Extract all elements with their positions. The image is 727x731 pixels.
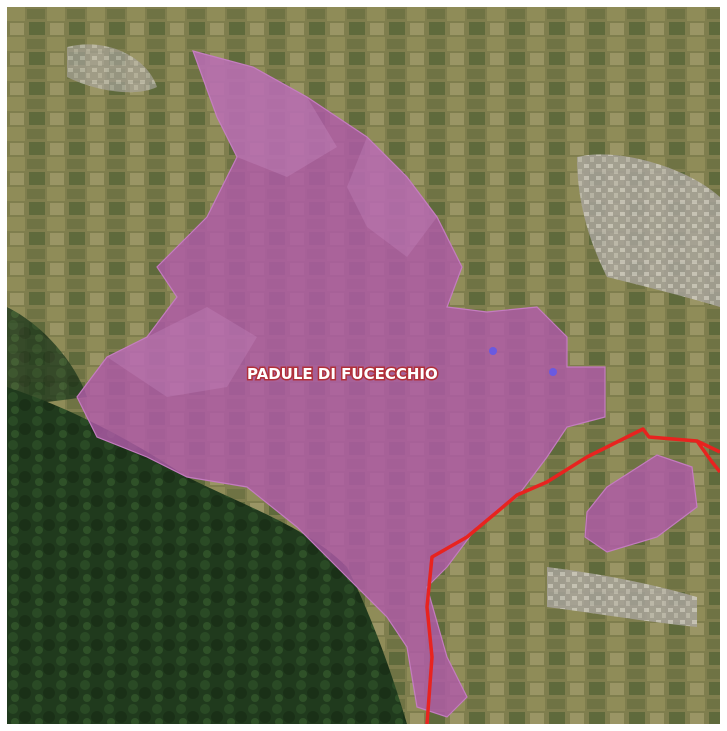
zone-subparcel-1 [193,51,337,177]
zone-subparcel-3 [347,137,437,257]
area-label: PADULE DI FUCECCHIO [247,365,438,383]
administrative-boundary-line [425,427,720,724]
urban-area-south [547,567,697,627]
forest-area [7,387,407,724]
administrative-boundary-branch [695,439,720,474]
satellite-map[interactable]: PADULE DI FUCECCHIO [7,7,720,724]
urban-area-east [577,154,720,307]
wetland-zone-secondary[interactable] [584,454,698,553]
map-frame: PADULE DI FUCECCHIO [7,7,720,724]
point-marker-2[interactable] [549,368,557,376]
wetland-zone-main[interactable] [76,50,606,718]
point-marker-1[interactable] [489,347,497,355]
forest-area-north [7,307,87,407]
zone-subparcel-2 [107,307,257,397]
urban-area-northwest [67,44,157,93]
